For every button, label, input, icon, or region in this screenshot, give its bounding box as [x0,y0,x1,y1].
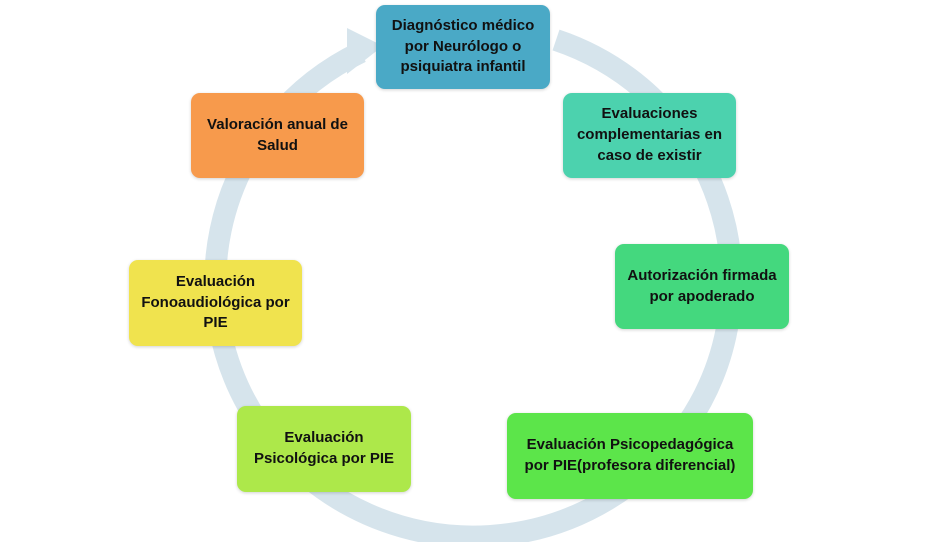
step-label: Evaluación Psicológica por PIE [253,429,395,467]
step-autorizacion-apoderado: Autorización firmada por apoderado [615,244,789,329]
step-evaluacion-psicologica: Evaluación Psicológica por PIE [237,406,411,492]
step-label: Valoración anual de Salud [207,115,348,154]
step-label: Evaluación Fonoaudiológica por PIE [141,272,290,332]
step-valoracion-anual-salud: Valoración anual de Salud [191,93,364,178]
cycle-arrowhead [347,28,383,74]
step-label: Evaluaciones complementarias en caso de … [576,105,723,164]
step-evaluacion-psicopedagogica: Evaluación Psicopedagógica por PIE(profe… [507,413,753,499]
step-label: Diagnóstico médico por Neurólogo o psiqu… [391,16,535,76]
step-evaluaciones-complementarias: Evaluaciones complementarias en caso de … [563,93,736,178]
step-evaluacion-fonoaudiologica: Evaluación Fonoaudiológica por PIE [129,260,302,346]
step-diagnostico-medico: Diagnóstico médico por Neurólogo o psiqu… [376,5,550,89]
step-label: Autorización firmada por apoderado [627,266,777,305]
step-label: Evaluación Psicopedagógica por PIE(profe… [524,436,736,474]
cycle-arrow [204,29,743,542]
